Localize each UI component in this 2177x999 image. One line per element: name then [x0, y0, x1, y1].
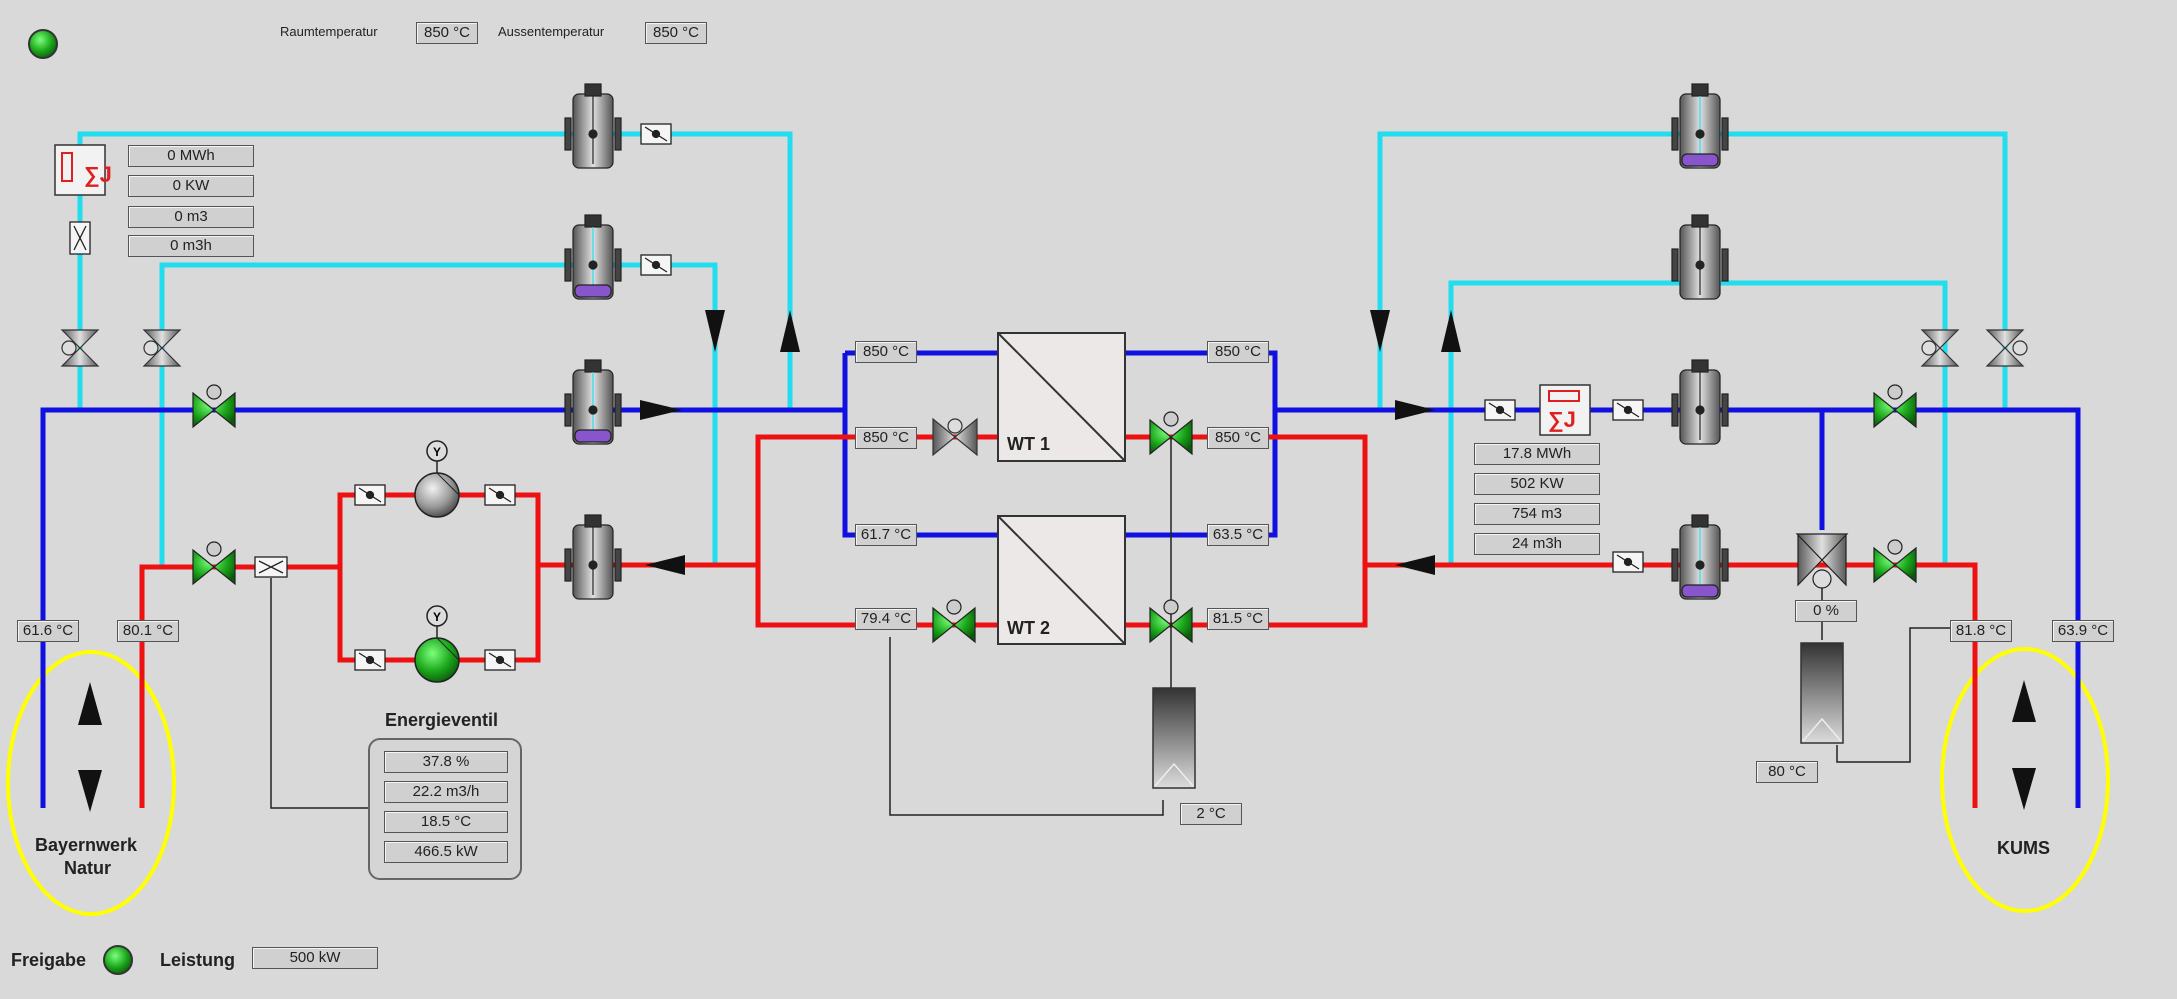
wt1-label: WT 1: [1007, 434, 1050, 454]
meter-left-flow[interactable]: 0 m3h: [128, 235, 254, 257]
svg-text:∑J: ∑J: [84, 162, 112, 187]
source-right-label: KUMS: [1997, 838, 2050, 858]
energieventil-opening[interactable]: 37.8 %: [384, 751, 508, 773]
meter-left-energy[interactable]: 0 MWh: [128, 145, 254, 167]
three-way-valve[interactable]: [1795, 533, 1849, 589]
source-left-label-line1: Bayernwerk: [35, 835, 138, 855]
meter-right-flow[interactable]: 24 m3h: [1474, 533, 1600, 555]
temp-wt2-right-bottom[interactable]: 81.5 °C: [1207, 608, 1269, 630]
heat-meter-icon-right[interactable]: ∑J: [1539, 384, 1591, 436]
temp-wt1-left-mid[interactable]: 850 °C: [855, 427, 917, 449]
valve-position-percent[interactable]: 0 %: [1795, 600, 1857, 622]
hand-valves[interactable]: [60, 329, 2028, 457]
flow-arrows: [78, 310, 2036, 812]
meter-left-volume[interactable]: 0 m3: [128, 206, 254, 228]
tank-mid[interactable]: [1152, 687, 1196, 789]
svg-text:Y: Y: [433, 610, 441, 624]
temp-wt2-right-top[interactable]: 63.5 °C: [1207, 524, 1269, 546]
raumtemperatur-value[interactable]: 850 °C: [416, 22, 478, 44]
meter-right-volume[interactable]: 754 m3: [1474, 503, 1600, 525]
meter-right-energy[interactable]: 17.8 MWh: [1474, 443, 1600, 465]
wt2-label: WT 2: [1007, 618, 1050, 638]
energieventil-flow[interactable]: 22.2 m3/h: [384, 781, 508, 803]
aussentemperatur-value[interactable]: 850 °C: [645, 22, 707, 44]
filters[interactable]: [564, 83, 1729, 600]
energieventil-title: Energieventil: [385, 710, 499, 730]
pump-top[interactable]: Y: [414, 440, 460, 518]
temp-right-return[interactable]: 81.8 °C: [1950, 620, 2012, 642]
temp-left-supply[interactable]: 61.6 °C: [17, 620, 79, 642]
meter-left-power[interactable]: 0 KW: [128, 175, 254, 197]
freigabe-lamp-icon[interactable]: [103, 945, 133, 975]
source-left-label-line2: Natur: [64, 858, 112, 878]
temp-left-return[interactable]: 80.1 °C: [117, 620, 179, 642]
temp-wt1-right-top[interactable]: 850 °C: [1207, 341, 1269, 363]
pump-bottom[interactable]: Y: [414, 605, 460, 683]
source-ellipse-left[interactable]: [6, 650, 176, 916]
energieventil-power[interactable]: 466.5 kW: [384, 841, 508, 863]
tank-right[interactable]: [1800, 642, 1844, 744]
temp-wt2-left-bottom[interactable]: 79.4 °C: [855, 608, 917, 630]
temp-wt1-right-mid[interactable]: 850 °C: [1207, 427, 1269, 449]
meter-right-power[interactable]: 502 KW: [1474, 473, 1600, 495]
temp-tank-right[interactable]: 80 °C: [1756, 761, 1818, 783]
leistung-value[interactable]: 500 kW: [252, 947, 378, 969]
raumtemperatur-label: Raumtemperatur: [280, 24, 378, 39]
temp-tank-mid[interactable]: 2 °C: [1180, 803, 1242, 825]
svg-text:Y: Y: [433, 445, 441, 459]
energieventil-temperature[interactable]: 18.5 °C: [384, 811, 508, 833]
heat-exchanger-wt1[interactable]: [997, 332, 1126, 462]
leistung-label: Leistung: [160, 950, 235, 970]
heat-exchanger-wt2[interactable]: [997, 515, 1126, 645]
temp-right-supply[interactable]: 63.9 °C: [2052, 620, 2114, 642]
source-ellipse-right[interactable]: [1940, 647, 2110, 913]
svg-text:∑J: ∑J: [1548, 407, 1576, 432]
green-valves[interactable]: [192, 384, 1917, 644]
aussentemperatur-label: Aussentemperatur: [498, 24, 605, 39]
flow-sensors[interactable]: [69, 123, 1644, 671]
heat-meter-icon-left[interactable]: ∑J: [54, 144, 112, 196]
temp-wt2-left-top[interactable]: 61.7 °C: [855, 524, 917, 546]
freigabe-label: Freigabe: [11, 950, 87, 970]
temp-wt1-left-top[interactable]: 850 °C: [855, 341, 917, 363]
status-lamp-icon: [28, 29, 58, 59]
